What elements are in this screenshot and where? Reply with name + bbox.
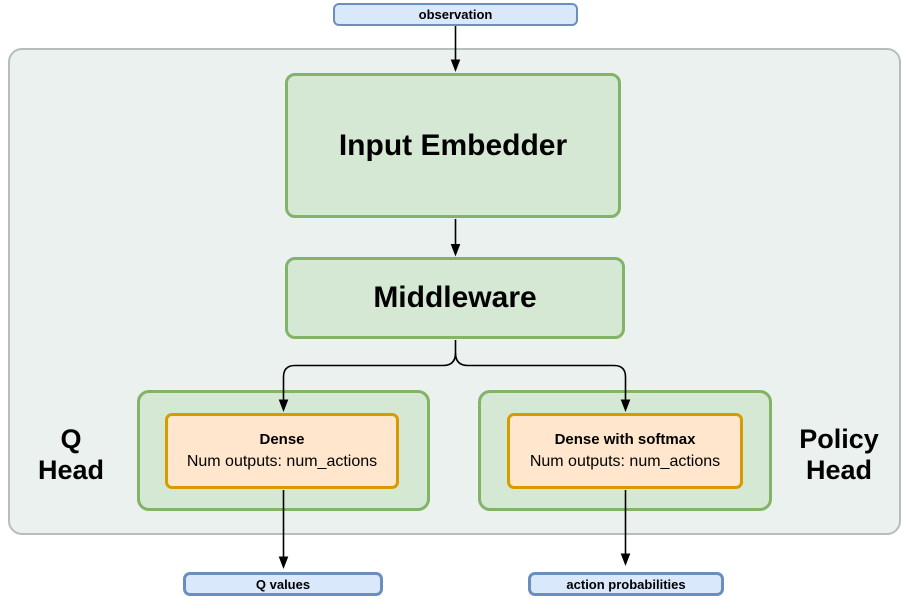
q-head-dense-title: Dense [259, 431, 305, 448]
policy-head-dense-subtitle: Num outputs: num_actions [529, 453, 721, 470]
q-head-dense-block: Dense Num outputs: num_actions [165, 413, 399, 489]
q-head-dense-subtitle: Num outputs: num_actions [186, 453, 378, 470]
policy-head-label: Policy Head [799, 424, 879, 485]
middleware-block: Middleware [285, 257, 625, 339]
observation-node: observation [333, 3, 578, 26]
q-values-node: Q values [183, 572, 383, 596]
policy-head-dense-title: Dense with softmax [554, 431, 696, 448]
q-head-label: Q Head [37, 424, 105, 485]
input-embedder-block: Input Embedder [285, 73, 621, 218]
policy-head-dense-block: Dense with softmax Num outputs: num_acti… [507, 413, 743, 489]
action-probabilities-node: action probabilities [528, 572, 724, 596]
